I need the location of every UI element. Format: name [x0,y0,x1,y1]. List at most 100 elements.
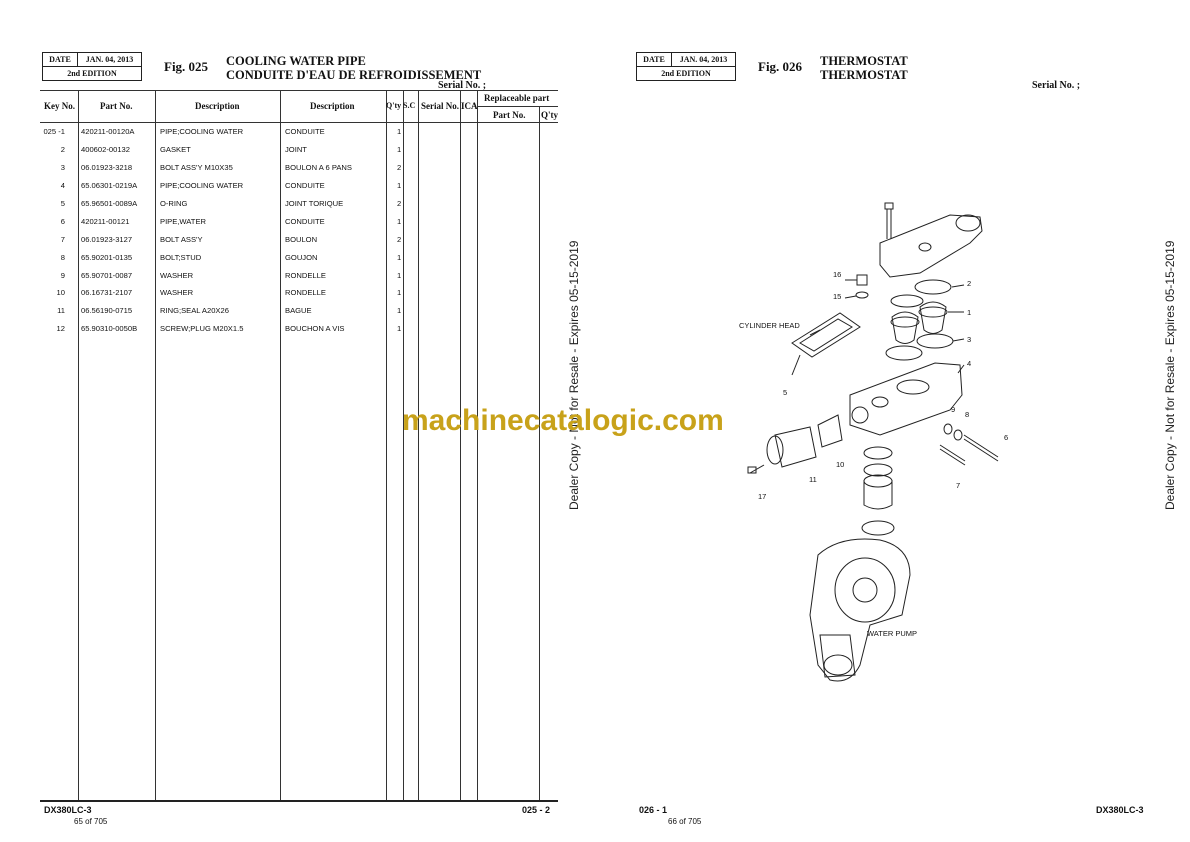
row-desc-fr: CONDUITE [285,217,325,226]
table-row: 4 65.06301-0219A PIPE;COOLING WATER COND… [0,181,560,193]
right-title-fr: THERMOSTAT [820,68,908,82]
row-key: 025 -1 [43,127,65,136]
washer-9 [943,423,953,435]
row-desc-en: WASHER [160,288,194,297]
callout-3: 3 [967,335,971,344]
row-desc-en: RING;SEAL A20X26 [160,306,229,315]
right-serial: Serial No. ; [1032,80,1081,91]
cylinder-head-label: CYLINDER HEAD [739,321,800,330]
header-sc: S.C [403,101,416,110]
row-qty: 1 [397,288,402,297]
callout-2: 2 [967,279,971,288]
o-ring-left-top [890,294,924,308]
row-part: 420211-00120A [81,127,135,136]
right-footer-page: 026 - 1 [639,805,668,815]
header-qty: Q'ty [386,101,402,110]
callout-7: 7 [956,481,960,490]
row-qty: 2 [397,199,402,208]
header-description-en: Description [195,101,240,111]
row-desc-en: PIPE;COOLING WATER [160,127,244,136]
row-part: 65.90701-0087 [81,271,133,280]
date-value: JAN. 04, 2013 [85,55,134,64]
row-key: 6 [60,217,65,226]
header-rep-qty: Q'ty [541,110,558,120]
row-desc-en: SCREW;PLUG M20X1.5 [160,324,244,333]
pump-seal [861,520,895,536]
callout-6: 6 [1004,433,1008,442]
date-label: DATE [43,53,78,66]
row-key: 9 [60,271,65,280]
callout-15: 15 [833,292,841,301]
o-ring-left-bottom [885,345,923,361]
row-desc-fr: JOINT [285,145,307,154]
gasket-10 [817,414,843,448]
row-desc-fr: BOUCHON A VIS [285,324,345,333]
row-part: 65.90310-0050B [81,324,138,333]
callout-11: 11 [809,475,817,484]
row-qty: 2 [397,235,402,244]
row-key: 2 [60,145,65,154]
row-desc-en: GASKET [160,145,191,154]
edition-label: 2nd EDITION [67,69,117,78]
top-bolt [884,202,894,239]
header-rep-part-no: Part No. [493,110,526,120]
row-qty: 1 [397,306,402,315]
side-text-right: Dealer Copy - Not for Resale - Expires 0… [1163,240,1177,510]
row-qty: 1 [397,324,402,333]
side-text-left: Dealer Copy - Not for Resale - Expires 0… [567,240,581,510]
date-label: DATE [637,53,672,66]
row-part: 06.01923-3127 [81,235,133,244]
header-key-no: Key No. [44,101,75,111]
row-key: 5 [60,199,65,208]
row-qty: 2 [397,163,402,172]
thermostat-body [849,362,963,436]
water-pump-label: WATER PUMP [867,629,917,638]
row-desc-fr: RONDELLE [285,288,326,297]
left-title-en: COOLING WATER PIPE [226,54,366,68]
callout-1: 1 [967,308,971,317]
left-title-fr: CONDUITE D'EAU DE REFROIDISSEMENT [226,68,482,82]
row-part: 06.16731-2107 [81,288,133,297]
row-desc-fr: JOINT TORIQUE [285,199,344,208]
row-desc-en: PIPE;COOLING WATER [160,181,244,190]
callout-16: 16 [833,270,841,279]
header-part-no: Part No. [100,101,133,111]
table-row: 12 65.90310-0050B SCREW;PLUG M20X1.5 BOU… [0,324,560,336]
o-ring-2 [914,279,952,295]
row-qty: 1 [397,253,402,262]
table-row: 3 06.01923-3218 BOLT ASS'Y M10X35 BOULON… [0,163,560,175]
thermostat-housing [879,214,983,278]
row-desc-fr: GOUJON [285,253,318,262]
table-row: 025 -1 420211-00120A PIPE;COOLING WATER … [0,127,560,139]
pipe-11 [774,426,817,468]
right-date-box: DATE JAN. 04, 2013 2nd EDITION [636,52,736,81]
left-page-count: 65 of 705 [74,817,108,826]
row-desc-fr: BAGUE [285,306,312,315]
header-ica: ICA [461,101,478,111]
callout-5: 5 [783,388,787,397]
left-footer-model: DX380LC-3 [44,805,92,815]
callout-9: 9 [951,405,955,414]
left-serial: Serial No. ; [438,80,487,91]
row-part: 420211-00121 [81,217,130,226]
edition-label: 2nd EDITION [661,69,711,78]
table-row: 6 420211-00121 PIPE,WATER CONDUITE 1 [0,217,560,229]
table-row: 10 06.16731-2107 WASHER RONDELLE 1 [0,288,560,300]
water-pump [809,538,911,682]
row-desc-en: PIPE,WATER [160,217,206,226]
row-desc-fr: CONDUITE [285,181,325,190]
pump-sleeve [863,480,893,510]
plug-16 [856,274,868,286]
date-value: JAN. 04, 2013 [679,55,728,64]
header-replaceable-part: Replaceable part [484,93,550,103]
row-desc-en: BOLT;STUD [160,253,202,262]
row-qty: 1 [397,181,402,190]
washer-15 [855,291,869,299]
thermostat-left [890,311,920,344]
row-part: 65.90201-0135 [81,253,133,262]
row-key: 8 [60,253,65,262]
row-desc-en: BOLT ASS'Y M10X35 [160,163,233,172]
right-footer-model: DX380LC-3 [1096,805,1144,815]
right-fig-number: Fig. 026 [758,59,803,74]
thermostat-1 [918,301,948,334]
